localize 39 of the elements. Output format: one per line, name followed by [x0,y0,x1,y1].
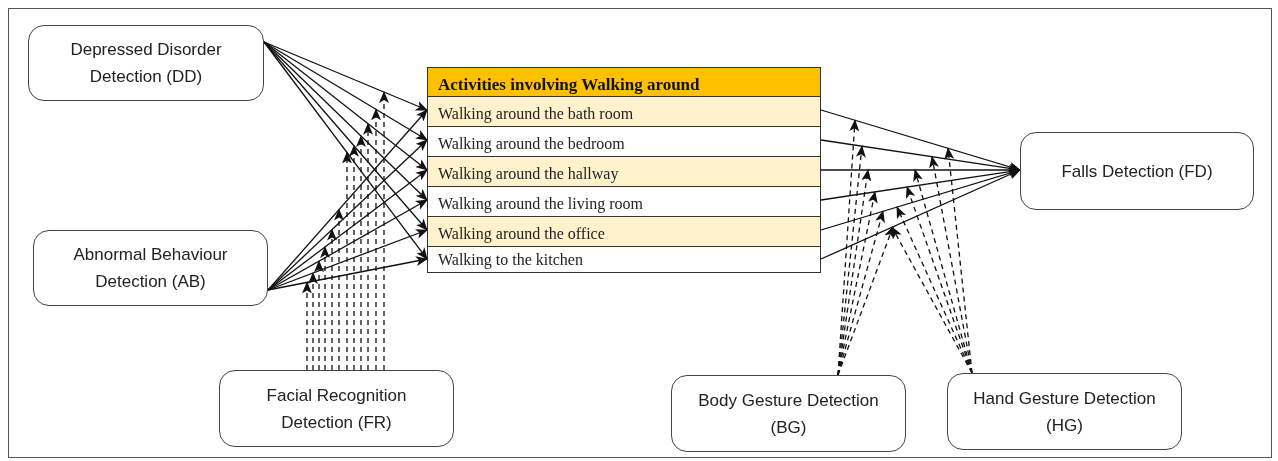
dashed-arrow [379,91,389,371]
arrow [820,109,1021,172]
table-header: Activities involving Walking around [428,68,820,96]
rounded-box: Body Gesture Detection (BG) [671,375,906,452]
dashed-arrow [314,260,324,371]
arrow [267,229,428,291]
rounded-box: Hand Gesture Detection (HG) [947,373,1182,450]
dashed-arrow [371,108,381,371]
table-row: Walking to the kitchen [428,246,820,272]
arrow [267,109,428,291]
dashed-arrow [891,226,973,374]
dashed-arrow [308,272,318,371]
dashed-arrow [327,228,337,371]
dashed-arrow [349,144,359,371]
rounded-box: Falls Detection (FD) [1020,132,1254,210]
rounded-box: Depressed Disorder Detection (DD) [28,25,264,101]
table-row: Walking around the bath room [428,96,820,126]
dashed-arrow [363,122,373,371]
arrow [820,168,1021,231]
table-row: Walking around the bedroom [428,126,820,156]
table-row: Walking around the living room [428,186,820,216]
rounded-box: Facial Recognition Detection (FR) [219,370,454,447]
dashed-arrow [837,145,866,376]
dashed-arrow [320,246,330,371]
dashed-arrow [302,281,312,371]
table-row: Walking around the hallway [428,156,820,186]
dashed-arrow [356,135,366,371]
dashed-arrow [342,151,352,371]
dashed-arrow [837,225,894,376]
arrow [820,169,1021,260]
table-row: Walking around the office [428,216,820,246]
arrow [267,256,428,291]
dashed-arrow [913,169,973,374]
dashed-arrow [837,119,860,376]
dashed-arrow [334,208,344,371]
dashed-arrow [896,206,973,374]
rounded-box: Abnormal Behaviour Detection (AB) [33,230,268,306]
activity-table [427,67,821,273]
arrow [263,41,428,111]
